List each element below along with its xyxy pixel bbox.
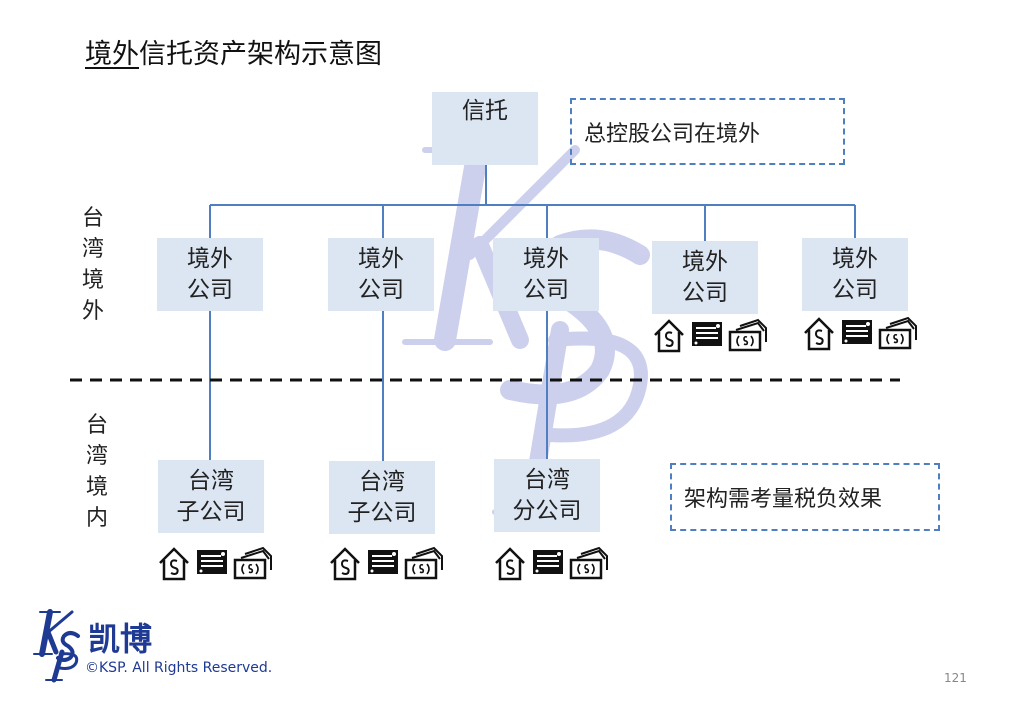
asset-icons (157, 546, 273, 582)
box-line: 公司 (682, 279, 728, 306)
box-line: 公司 (523, 276, 569, 303)
taiwan-entity-box: 台湾分公司 (494, 459, 600, 532)
securities-icon (533, 550, 563, 574)
box-line: 境外 (682, 248, 728, 275)
region-char: 湾 (85, 444, 108, 469)
securities-icon (692, 322, 722, 346)
box-line: 境外 (358, 245, 404, 272)
page-number: 121 (944, 671, 967, 685)
region-char: 内 (85, 506, 108, 531)
cash-icon (878, 316, 917, 350)
region-char: 境 (81, 268, 104, 293)
title-rest: 信托资产架构示意图 (139, 39, 382, 70)
asset-icons (802, 316, 918, 352)
region-char: 湾 (81, 237, 104, 262)
region-offshore-label: 台湾境外 (80, 203, 106, 327)
cash-icon (233, 546, 272, 580)
company-name: 凯博 (88, 620, 153, 658)
real-estate-icon (330, 547, 360, 581)
region-onshore-label: 台湾境内 (84, 410, 110, 534)
region-char: 台 (81, 206, 104, 231)
box-line: 公司 (358, 276, 404, 303)
offshore-company-box: 境外公司 (802, 238, 908, 311)
cash-icon (404, 546, 443, 580)
note-top: 总控股公司在境外 (570, 98, 845, 165)
offshore-company-box: 境外公司 (652, 241, 758, 314)
region-char: 台 (85, 413, 108, 438)
region-char: 境 (85, 475, 108, 500)
offshore-company-box: 境外公司 (493, 238, 599, 311)
trust-box: 信托 (432, 92, 538, 165)
real-estate-icon (654, 319, 684, 353)
real-estate-icon (804, 317, 834, 351)
taiwan-entity-box: 台湾子公司 (329, 461, 435, 534)
asset-icons (652, 318, 768, 354)
securities-icon (842, 320, 872, 344)
note-bottom: 架构需考量税负效果 (670, 463, 940, 531)
box-line: 子公司 (347, 499, 417, 526)
page-title: 境外信托资产架构示意图 (85, 32, 382, 71)
cash-icon (569, 546, 608, 580)
asset-icons (493, 546, 609, 582)
box-line: 分公司 (512, 497, 582, 524)
offshore-company-box: 境外公司 (328, 238, 434, 311)
box-line: 公司 (832, 276, 878, 303)
box-line: 台湾 (188, 467, 234, 494)
box-line: 境外 (832, 245, 878, 272)
note-top-text: 总控股公司在境外 (584, 121, 761, 147)
real-estate-icon (495, 547, 525, 581)
taiwan-entity-box: 台湾子公司 (158, 460, 264, 533)
securities-icon (197, 550, 227, 574)
box-line: 境外 (523, 245, 569, 272)
trust-label: 信托 (462, 98, 508, 124)
asset-icons (328, 546, 444, 582)
box-line: 子公司 (176, 498, 246, 525)
note-bottom-text: 架构需考量税负效果 (684, 487, 883, 512)
copyright-text: ©KSP. All Rights Reserved. (85, 660, 273, 676)
real-estate-icon (159, 547, 189, 581)
box-line: 境外 (187, 245, 233, 272)
box-line: 台湾 (359, 468, 405, 495)
securities-icon (368, 550, 398, 574)
title-underlined: 境外 (85, 39, 139, 70)
region-char: 外 (81, 299, 104, 324)
cash-icon (728, 318, 767, 352)
box-line: 台湾 (524, 466, 570, 493)
box-line: 公司 (187, 276, 233, 303)
ksp-logo-mark (33, 609, 80, 683)
offshore-company-box: 境外公司 (157, 238, 263, 311)
